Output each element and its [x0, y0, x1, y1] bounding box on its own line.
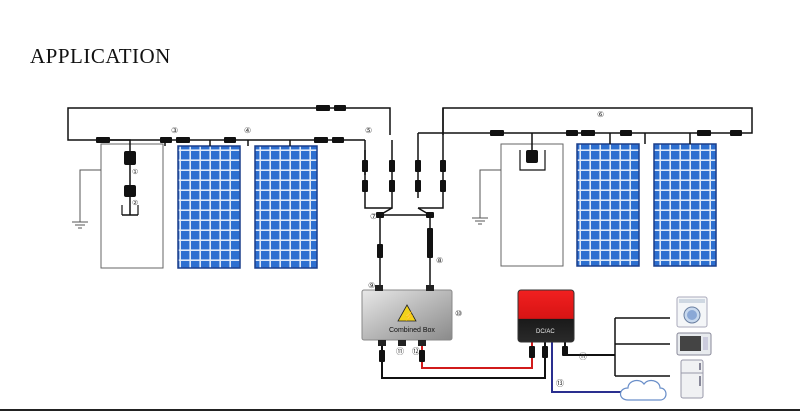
callout-13: ⑬ — [556, 379, 564, 388]
inverter-label: DC/AC — [536, 329, 555, 335]
svg-text:⚡: ⚡ — [404, 310, 415, 322]
callout-8: ⑧ — [436, 256, 443, 265]
load-bus — [614, 317, 670, 377]
ground-symbol-right — [472, 169, 501, 225]
microwave-icon — [676, 332, 712, 356]
combiner-box: ⚡ Combined Box — [361, 285, 453, 346]
refrigerator-icon — [680, 359, 704, 399]
solar-panel-right-2 — [653, 143, 717, 267]
callout-9: ⑨ — [368, 281, 375, 290]
left-array: ① ② ③ ④ — [67, 105, 393, 269]
right-array: ⑥ — [417, 107, 753, 267]
callout-2: ② — [132, 199, 138, 207]
combiner-box-label: Combined Box — [389, 327, 435, 334]
branch-connectors — [364, 108, 444, 285]
solar-panel-left-2 — [254, 145, 318, 269]
solar-panel-left-1 — [177, 145, 241, 269]
callout-5: ⑤ — [365, 126, 372, 135]
page-title: APPLICATION — [30, 44, 171, 68]
bottom-divider — [0, 409, 800, 411]
solar-panel-right-1 — [576, 143, 640, 267]
washing-machine-icon — [676, 296, 708, 328]
callout-4: ④ — [244, 126, 251, 135]
inverter: DC/AC — [517, 289, 575, 343]
left-mounting-frame — [100, 143, 164, 269]
fuse-device-top — [124, 151, 136, 165]
callout-11b: ⑪ — [579, 352, 587, 361]
callout-6: ⑥ — [597, 110, 604, 119]
callout-10: ⑩ — [455, 309, 462, 318]
callout-1: ① — [132, 168, 138, 176]
ground-symbol-left — [72, 169, 101, 229]
callout-3: ③ — [171, 126, 178, 135]
fuse-device-bottom — [124, 185, 136, 197]
callout-12: ⑫ — [412, 347, 420, 356]
callout-7: ⑦ — [370, 212, 377, 221]
warning-icon: ⚡ — [397, 304, 417, 322]
cloud-icon — [619, 379, 667, 401]
callout-11a: ⑪ — [396, 347, 404, 356]
micro-device-right — [526, 150, 538, 163]
